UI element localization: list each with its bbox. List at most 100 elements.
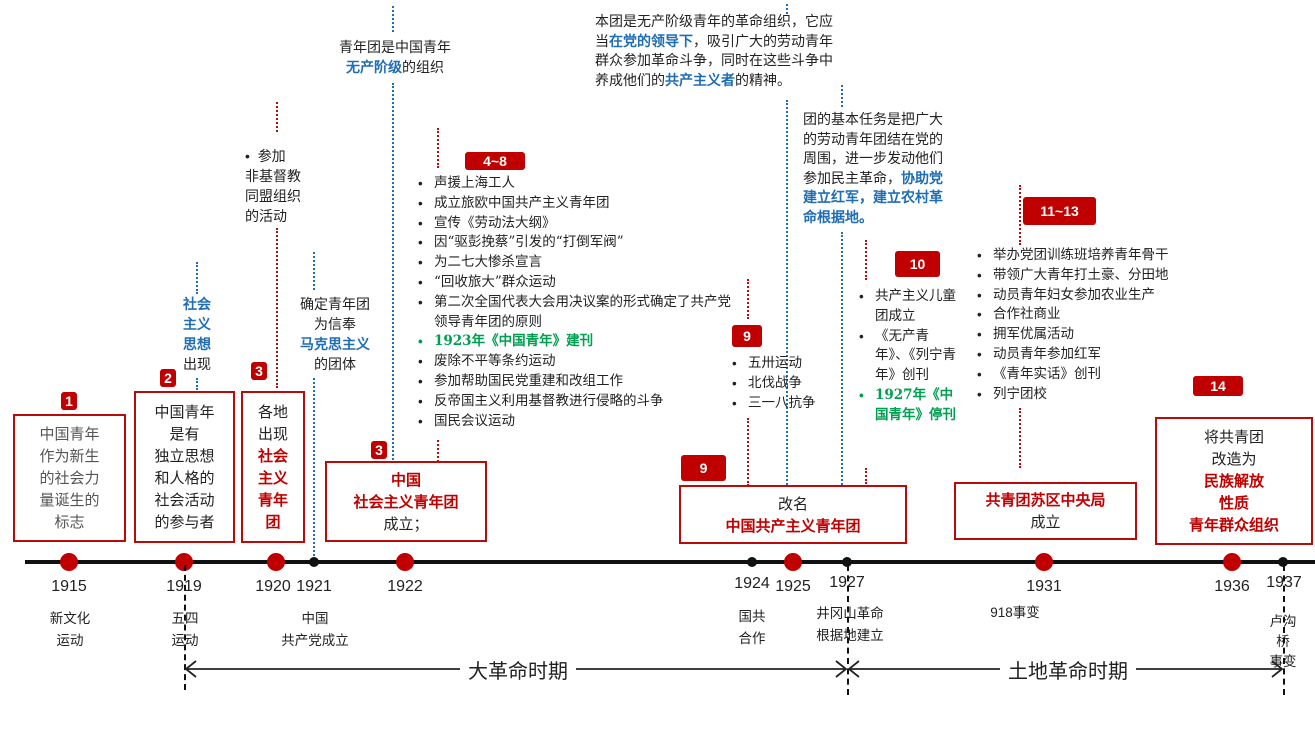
list-item: 拥军优属活动 <box>975 325 1215 345</box>
connector-1922-blue <box>392 83 394 463</box>
box1922-line-red: 社会主义青年团 <box>353 492 459 511</box>
box3-line-red: 青年 <box>257 491 288 509</box>
badge-2: 2 <box>160 369 176 387</box>
box1922-line-red: 中国 <box>390 470 421 489</box>
note-text: 当 <box>595 33 609 50</box>
badge-10: 10 <box>895 251 940 277</box>
note-line: • 参加 <box>245 146 325 167</box>
box1936-line-red: 性质 <box>1218 494 1249 512</box>
connector-1919-blue <box>196 262 198 294</box>
note-text: 养成他们的 <box>595 72 665 89</box>
connector-1919-blue-low <box>196 378 198 390</box>
marker-1924 <box>747 557 757 567</box>
connector-1924-red <box>747 279 749 319</box>
arrow-head-left-1 <box>184 660 197 678</box>
connector-1921-blue-low <box>313 378 315 556</box>
list-item: 为二七大惨杀宣言 <box>416 253 746 273</box>
box2-line: 和人格的 <box>154 469 215 487</box>
box2-line: 独立思想 <box>154 447 215 465</box>
note-blue-text: 无产阶级 <box>346 60 402 76</box>
box1931-line-red: 共青团苏区中央局 <box>985 491 1106 509</box>
note-line: 非基督教 <box>245 169 301 185</box>
period-label-land-revolution: 土地革命时期 <box>1000 655 1136 684</box>
connector-1922-blue-top <box>392 6 394 32</box>
marker-1936 <box>1223 553 1241 571</box>
period-boundary-1927 <box>847 565 849 695</box>
period-boundary-1937 <box>1283 565 1285 695</box>
event-1931: 918事变 <box>990 605 1040 620</box>
event-1921: 中国 共产党成立 <box>281 611 349 649</box>
note-line: 养成他们的共产主义者的精神。 <box>595 72 895 92</box>
connector-1925-blue-top <box>786 4 788 14</box>
event-1915: 新文化 运动 <box>49 611 91 649</box>
connector-1920-red <box>276 228 278 388</box>
box1-line: 作为新生 <box>39 447 100 465</box>
note-text: 参加 <box>257 149 286 165</box>
box2-line: 社会活动 <box>154 491 215 509</box>
note-line: 的团体 <box>314 357 356 373</box>
period-boundary-1919 <box>184 565 186 690</box>
year-label-1931: 1931 <box>1026 578 1062 595</box>
list-item: 成立旅欧中国共产主义青年团 <box>416 194 746 214</box>
connector-1927-red-low <box>865 468 867 484</box>
box1922-line: 成立； <box>383 514 429 533</box>
marker-1915 <box>60 553 78 571</box>
note-line: 群众参加革命斗争，同时在这些斗争中 <box>595 53 833 69</box>
list-item: 废除不平等条约运动 <box>416 352 746 372</box>
list-item: 《青年实话》创刊 <box>975 365 1215 385</box>
box2-line: 中国青年 <box>154 403 215 421</box>
note-line: 同盟组织 <box>245 189 301 205</box>
note-blue-text: 在党的领导下 <box>609 33 693 50</box>
list-item: 举办党团训练班培养青年骨干 <box>975 246 1215 266</box>
box2-line: 的参与者 <box>154 513 215 531</box>
list-item: 宣传《劳动法大纲》 <box>416 214 746 234</box>
note-line: 出现 <box>183 357 211 373</box>
year-label-1924: 1924 <box>734 575 770 592</box>
note-socialist-thought: 社会 主义 思想 出现 <box>172 295 222 375</box>
marker-1931 <box>1035 553 1053 571</box>
timeline-axis <box>25 560 1315 564</box>
list-item: 列宁团校 <box>975 385 1215 405</box>
box-1915-significance: 中国青年 作为新生 的社会力 量诞生的 标志 <box>13 414 126 542</box>
list-item: 合作社商业 <box>975 305 1215 325</box>
note-line: 团的基本任务是把广大 <box>803 112 943 128</box>
marker-1921 <box>309 557 319 567</box>
note-line: 当在党的领导下，吸引广大的劳动青年 <box>595 33 895 53</box>
note-line: 为信奉 <box>314 317 356 333</box>
list-item: 共产主义儿童团成立 <box>857 287 957 327</box>
note-marxism: 确定青年团 为信奉 马克思主义 的团体 <box>285 295 385 375</box>
arrow-head-left-2 <box>847 660 860 678</box>
list-item: 三一八抗争 <box>730 394 830 414</box>
marker-1919 <box>175 553 193 571</box>
note-proletariat: 青年团是中国青年 无产阶级的组织 <box>320 38 470 78</box>
list-events-9: 五卅运动 北伐战争 三一八抗争 <box>730 354 830 413</box>
note-line: 周围，进一步发动他们 <box>803 151 943 167</box>
list-item: 声援上海工人 <box>416 174 746 194</box>
connector-1922-red-low <box>437 440 439 462</box>
connector-1927-red <box>865 240 867 280</box>
box1936-line: 改造为 <box>1211 450 1257 468</box>
box-1931-central-bureau: 共青团苏区中央局 成立 <box>954 482 1137 540</box>
list-item: 因“驱彭挽蔡”引发的“打倒军阀” <box>416 233 746 253</box>
badge-3-1920: 3 <box>251 362 267 380</box>
marker-1927 <box>842 557 852 567</box>
arrow-head-right-1 <box>835 660 848 678</box>
note-line: 参加民主革命，协助党 <box>803 170 978 190</box>
box1936-line: 将共青团 <box>1203 428 1264 446</box>
note-line: 青年团是中国青年 <box>339 40 451 56</box>
bullet-icon: • <box>245 148 258 164</box>
box3-line: 出现 <box>257 425 288 443</box>
box3-line-red: 主义 <box>257 469 288 487</box>
note-blue-line: 社会 <box>183 297 211 313</box>
connector-1921-blue <box>313 252 315 290</box>
connector-1927-blue <box>841 232 843 517</box>
event-1924: 国共 合作 <box>738 609 766 647</box>
note-text: 的组织 <box>402 60 444 76</box>
badge-9-lower: 9 <box>681 455 726 481</box>
badge-4-8: 4~8 <box>465 152 525 170</box>
connector-1931-red <box>1019 408 1021 468</box>
note-line: 的劳动青年团结在党的 <box>803 131 943 148</box>
badge-3-1922: 3 <box>371 441 387 459</box>
note-line: 确定青年团 <box>300 297 370 313</box>
list-item: 《无产青年》、《列宁青年》创刊 <box>857 327 957 386</box>
